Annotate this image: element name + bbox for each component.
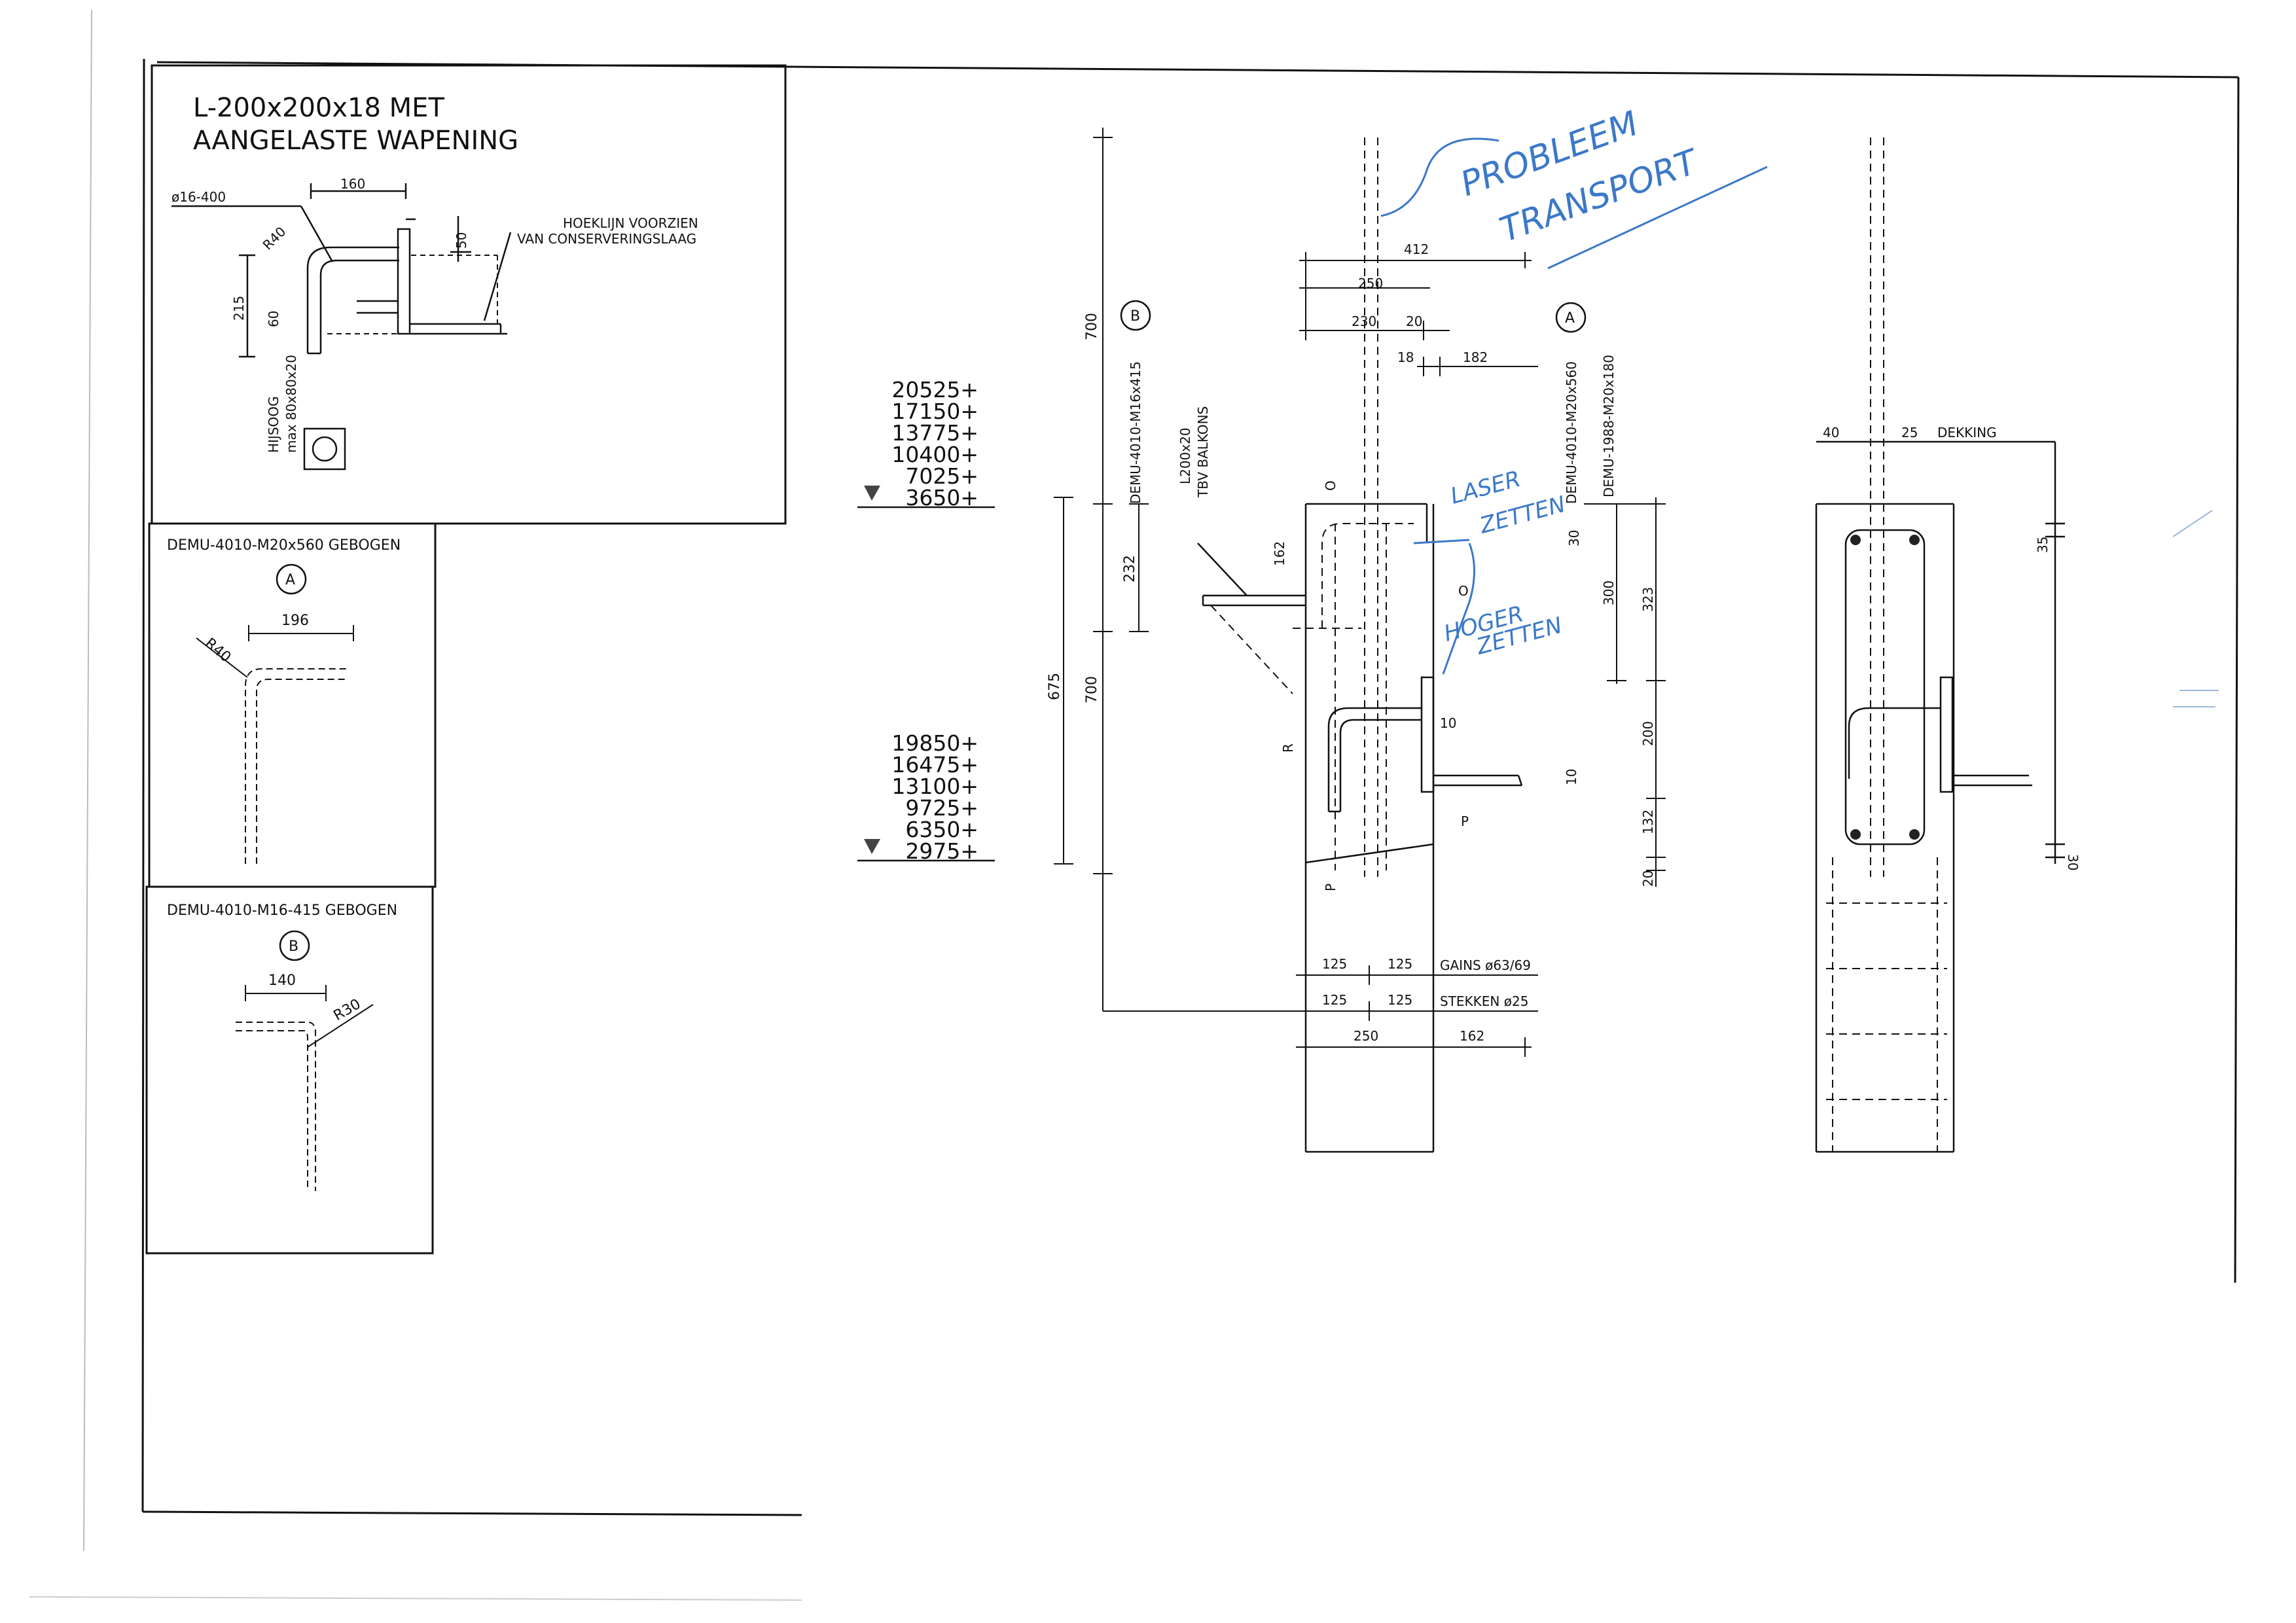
dim-232: 232 <box>1122 555 1138 582</box>
lifting-eye-label: HIJSOOG <box>266 396 281 453</box>
level-upper-5: 7025+ <box>905 463 978 489</box>
dim-700-bottom: 700 <box>1084 676 1100 704</box>
detail-b-marker: B <box>289 938 298 955</box>
dim-25: 25 <box>1901 425 1918 440</box>
dim-140: 140 <box>268 972 296 989</box>
tag-o2: O <box>1458 583 1469 599</box>
note-corner-line2: VAN CONSERVERINGSLAAG <box>517 231 696 247</box>
label-gains: GAINS ø63/69 <box>1440 957 1531 973</box>
level-marker-lower <box>864 839 880 854</box>
levels-upper: 20525+ 17150+ 13775+ 10400+ 7025+ 3650+ <box>857 377 995 510</box>
column-geometry <box>1197 503 1523 1153</box>
dim-125b: 125 <box>1388 956 1412 972</box>
dim-215: 215 <box>231 296 247 321</box>
dim-40: 40 <box>1823 425 1839 440</box>
dim-250: 250 <box>1358 276 1383 291</box>
dim-125a: 125 <box>1322 956 1347 972</box>
dim-162b: 162 <box>1460 1028 1484 1044</box>
tag-r: R <box>1280 743 1296 753</box>
dim-162: 162 <box>1272 541 1287 566</box>
label-demu-a2: DEMU-1988-M20x180 <box>1601 355 1617 497</box>
dim-125d: 125 <box>1388 992 1412 1008</box>
detail-l-title-line2: AANGELASTE WAPENING <box>193 126 518 156</box>
dim-700-top: 700 <box>1084 313 1100 340</box>
detail-l-title-line1: L-200x200x18 MET <box>193 93 444 123</box>
detail-b-title: DEMU-4010-M16-415 GEBOGEN <box>167 902 397 919</box>
dim-20b: 20 <box>1640 870 1656 887</box>
label-dekking: DEKKING <box>1937 425 1997 440</box>
note-corner-line1: HOEKLIJN VOORZIEN <box>563 215 698 231</box>
label-demu-b: DEMU-4010-M16x415 <box>1128 361 1143 504</box>
label-balkons: TBV BALKONS <box>1195 406 1211 498</box>
bar-diameter-label: ø16-400 <box>171 189 226 205</box>
dim-323: 323 <box>1640 587 1656 612</box>
level-upper-6: 3650+ <box>905 485 978 510</box>
level-upper-2: 17150+ <box>891 399 978 424</box>
level-lower-4: 9725+ <box>905 795 978 821</box>
level-lower-2: 16475+ <box>891 752 978 777</box>
dim-20: 20 <box>1406 313 1422 329</box>
level-marker-upper <box>864 486 880 501</box>
dim-675: 675 <box>1047 673 1063 700</box>
dim-412: 412 <box>1404 241 1429 257</box>
dim-50: 50 <box>454 232 469 249</box>
sheet-frame <box>29 9 2240 1601</box>
label-l200: L200x20 <box>1177 427 1193 484</box>
marker-a: A <box>1565 310 1575 327</box>
tag-o1: O <box>1323 480 1338 491</box>
dim-30: 30 <box>1566 530 1582 546</box>
label-demu-a1: DEMU-4010-M20x560 <box>1564 361 1579 504</box>
level-upper-4: 10400+ <box>891 442 978 467</box>
levels-lower: 19850+ 16475+ 13100+ 9725+ 6350+ 2975+ <box>857 730 995 864</box>
level-lower-6: 2975+ <box>905 838 978 864</box>
dim-30-side: 30 <box>2065 854 2081 870</box>
level-upper-1: 20525+ <box>891 377 978 402</box>
dim-160: 160 <box>340 176 365 192</box>
tag-p1: P <box>1461 813 1469 829</box>
detail-a-marker: A <box>285 572 295 588</box>
label-stekken: STEKKEN ø25 <box>1440 993 1528 1009</box>
level-lower-1: 19850+ <box>891 730 978 756</box>
dim-196: 196 <box>281 613 309 629</box>
level-upper-3: 13775+ <box>891 420 978 446</box>
dim-60: 60 <box>266 311 281 327</box>
detail-a-title: DEMU-4010-M20x560 GEBOGEN <box>167 537 401 554</box>
dim-35: 35 <box>2035 537 2051 553</box>
dim-125c: 125 <box>1322 992 1347 1008</box>
tag-p2: P <box>1323 883 1338 891</box>
dim-300: 300 <box>1601 580 1617 605</box>
dim-250b: 250 <box>1354 1028 1378 1044</box>
dim-132: 132 <box>1640 810 1656 834</box>
dim-200: 200 <box>1640 721 1656 746</box>
detail-b-bar: DEMU-4010-M16-415 GEBOGEN B 140 R30 <box>167 902 397 1191</box>
lifting-eye-size: max 80x80x20 <box>283 355 299 453</box>
dim-10b: 10 <box>1564 769 1579 785</box>
l-angle-geometry <box>171 183 512 471</box>
marker-b: B <box>1130 308 1140 325</box>
dim-182: 182 <box>1463 349 1488 365</box>
side-view: 40 25 DEKKING 35 30 <box>1815 137 2081 1153</box>
main-section: 700 232 675 700 B DEMU-4010-M16x415 L200… <box>1047 128 1666 1153</box>
level-lower-5: 6350+ <box>905 817 978 842</box>
dim-10a: 10 <box>1440 715 1456 731</box>
level-lower-3: 13100+ <box>891 774 978 799</box>
dim-18: 18 <box>1397 349 1414 365</box>
